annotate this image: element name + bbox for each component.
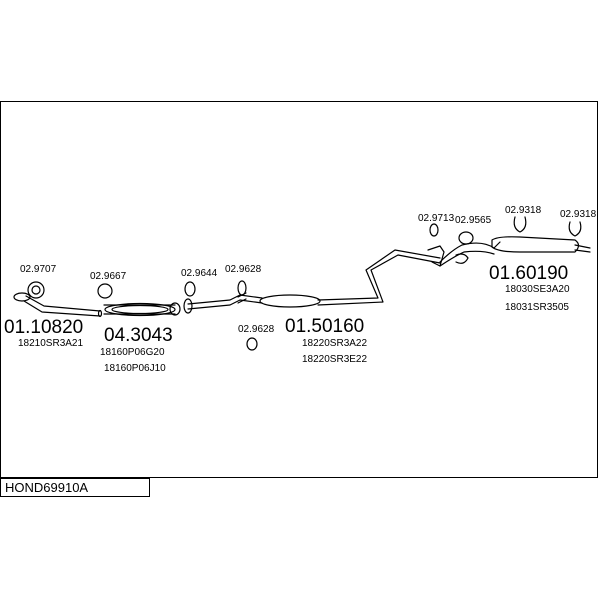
- part-number-01-10820: 01.10820: [4, 317, 83, 338]
- oem-code-18160P06G20: 18160P06G20: [100, 347, 165, 358]
- fitting-label: 02.9644: [181, 268, 218, 279]
- front-pipe-shape: [13, 292, 103, 318]
- rear-silencer-shape: [439, 236, 591, 267]
- diagram-code-box: HOND69910A: [0, 478, 150, 497]
- fitting-label: 02.9628: [238, 324, 275, 335]
- fitting-label: 02.9565: [455, 215, 492, 226]
- fitting-label: 02.9318: [560, 209, 597, 220]
- oem-code-18030SE3A20: 18030SE3A20: [505, 284, 570, 295]
- center-pipe-shape: [187, 249, 441, 310]
- diagram-frame: [0, 101, 598, 478]
- fitting-label: 02.9628: [225, 264, 262, 275]
- part-number-04-3043: 04.3043: [104, 325, 173, 346]
- fittings-shapes: [27, 216, 582, 351]
- fitting-label: 02.9713: [418, 213, 455, 224]
- catalytic-converter-shape: [103, 302, 176, 317]
- oem-code-18160P06J10: 18160P06J10: [104, 363, 166, 374]
- diagram-code: HOND69910A: [5, 480, 89, 495]
- oem-code-18031SR3505: 18031SR3505: [505, 302, 569, 313]
- fitting-label: 02.9707: [20, 264, 57, 275]
- oem-code-18210SR3A21: 18210SR3A21: [18, 338, 83, 349]
- part-number-01-50160: 01.50160: [285, 316, 364, 337]
- fitting-label: 02.9318: [505, 205, 542, 216]
- fitting-label: 02.9667: [90, 271, 127, 282]
- part-number-01-60190: 01.60190: [489, 263, 568, 284]
- oem-code-18220SR3E22: 18220SR3E22: [302, 354, 367, 365]
- oem-code-18220SR3A22: 18220SR3A22: [302, 338, 367, 349]
